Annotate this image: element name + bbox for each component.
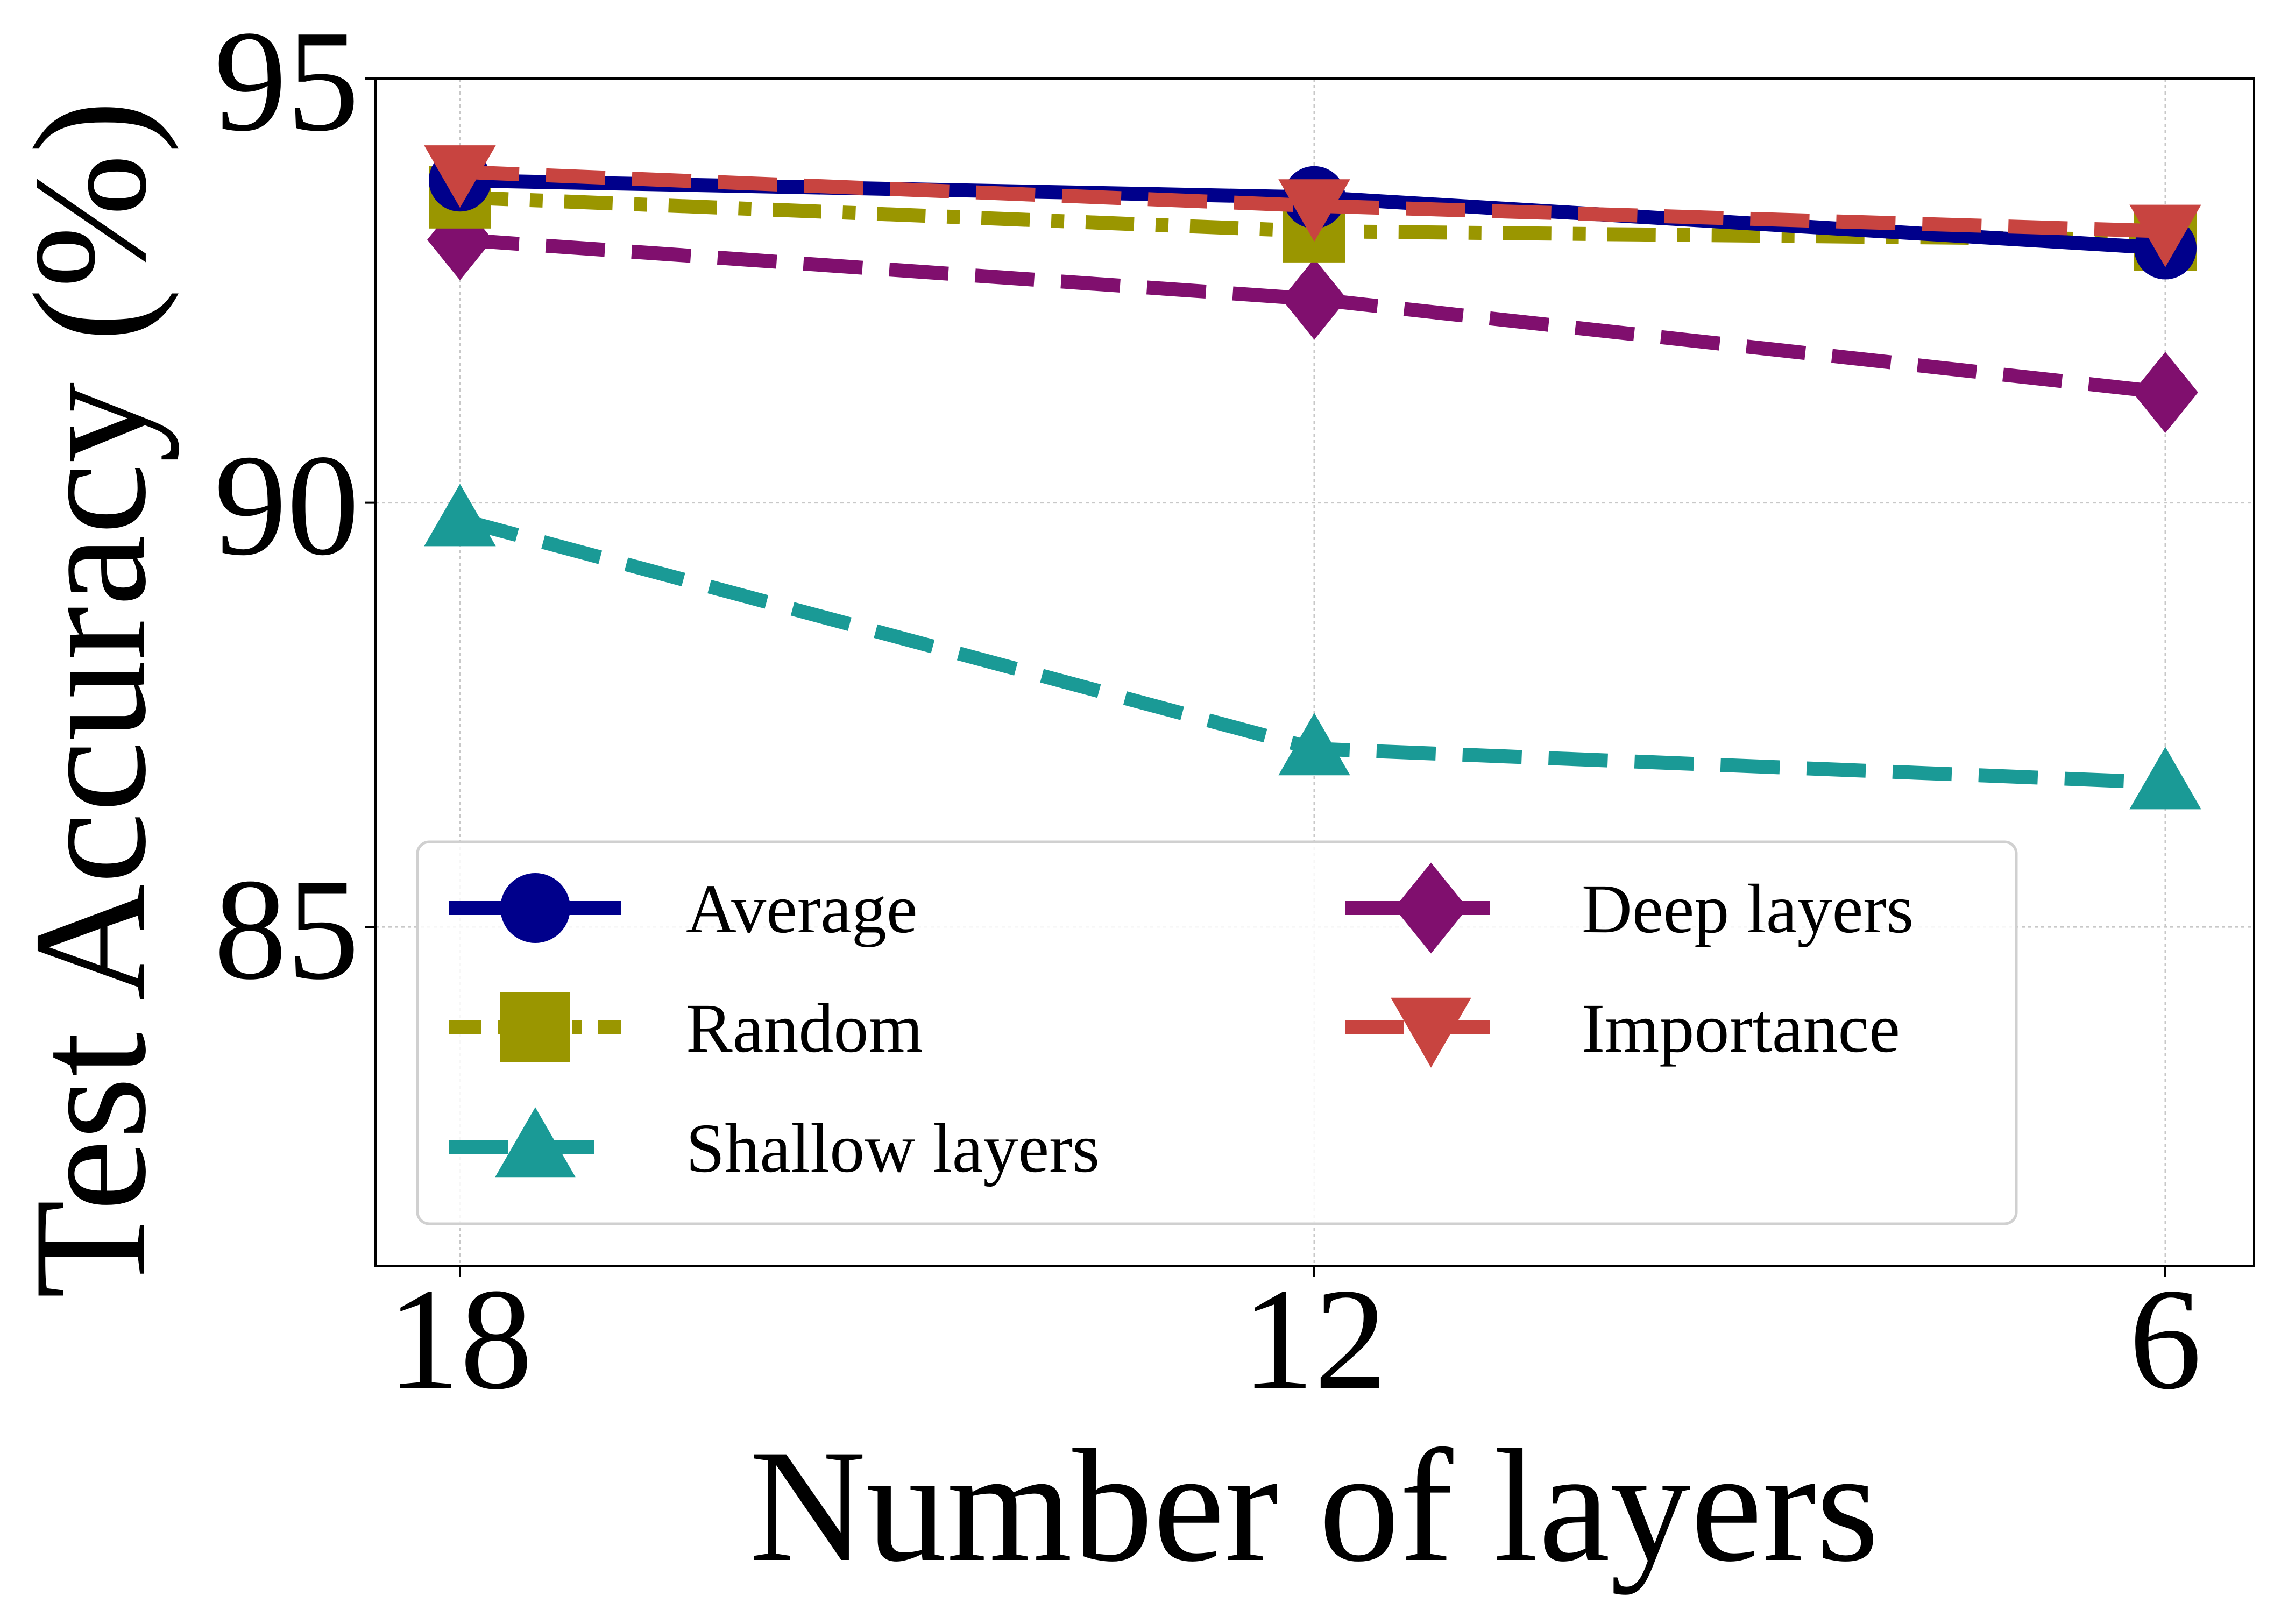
legend-marker bbox=[500, 873, 570, 943]
legend-label: Random bbox=[686, 990, 923, 1067]
data-point bbox=[2129, 747, 2201, 810]
y-tick-label: 95 bbox=[214, 1, 359, 161]
data-point bbox=[1278, 179, 1350, 242]
series-line bbox=[459, 165, 2166, 238]
y-axis-title: Test Accuracy (%) bbox=[1, 100, 180, 1299]
legend-marker bbox=[1391, 997, 1471, 1068]
x-tick-label: 6 bbox=[2129, 1259, 2202, 1420]
series-importance bbox=[424, 145, 2201, 267]
data-point bbox=[424, 484, 496, 547]
legend-marker bbox=[500, 992, 570, 1062]
data-point bbox=[1281, 258, 1347, 340]
x-tick-label: 12 bbox=[1242, 1259, 1387, 1420]
legend-box bbox=[416, 840, 2018, 1225]
data-point bbox=[424, 145, 496, 208]
data-point bbox=[2133, 352, 2198, 433]
legend-marker bbox=[1394, 862, 1468, 954]
legend-label: Importance bbox=[1582, 990, 1900, 1067]
legend-item: Random bbox=[449, 990, 923, 1067]
legend-label: Average bbox=[686, 870, 918, 948]
legend-label: Shallow layers bbox=[686, 1110, 1100, 1187]
legend-label: Deep layers bbox=[1582, 870, 1914, 948]
data-point bbox=[1278, 713, 1350, 776]
x-tick-label: 18 bbox=[387, 1259, 533, 1420]
axes: 18 12 6 85 90 95 bbox=[214, 1, 2202, 1420]
legend-item: Importance bbox=[1345, 990, 1900, 1068]
legend-item: Deep layers bbox=[1345, 862, 1914, 954]
series-layer bbox=[424, 145, 2201, 810]
y-tick-label: 85 bbox=[214, 849, 359, 1010]
data-point bbox=[2129, 204, 2201, 267]
x-axis-title: Number of layers bbox=[749, 1416, 1879, 1595]
legend-marker bbox=[495, 1107, 576, 1178]
y-tick-label: 90 bbox=[214, 425, 359, 586]
legend-item: Average bbox=[449, 870, 918, 948]
legend-item: Shallow layers bbox=[449, 1107, 1100, 1187]
series-shallow-layers bbox=[424, 484, 2201, 810]
series-line bbox=[459, 232, 2166, 400]
